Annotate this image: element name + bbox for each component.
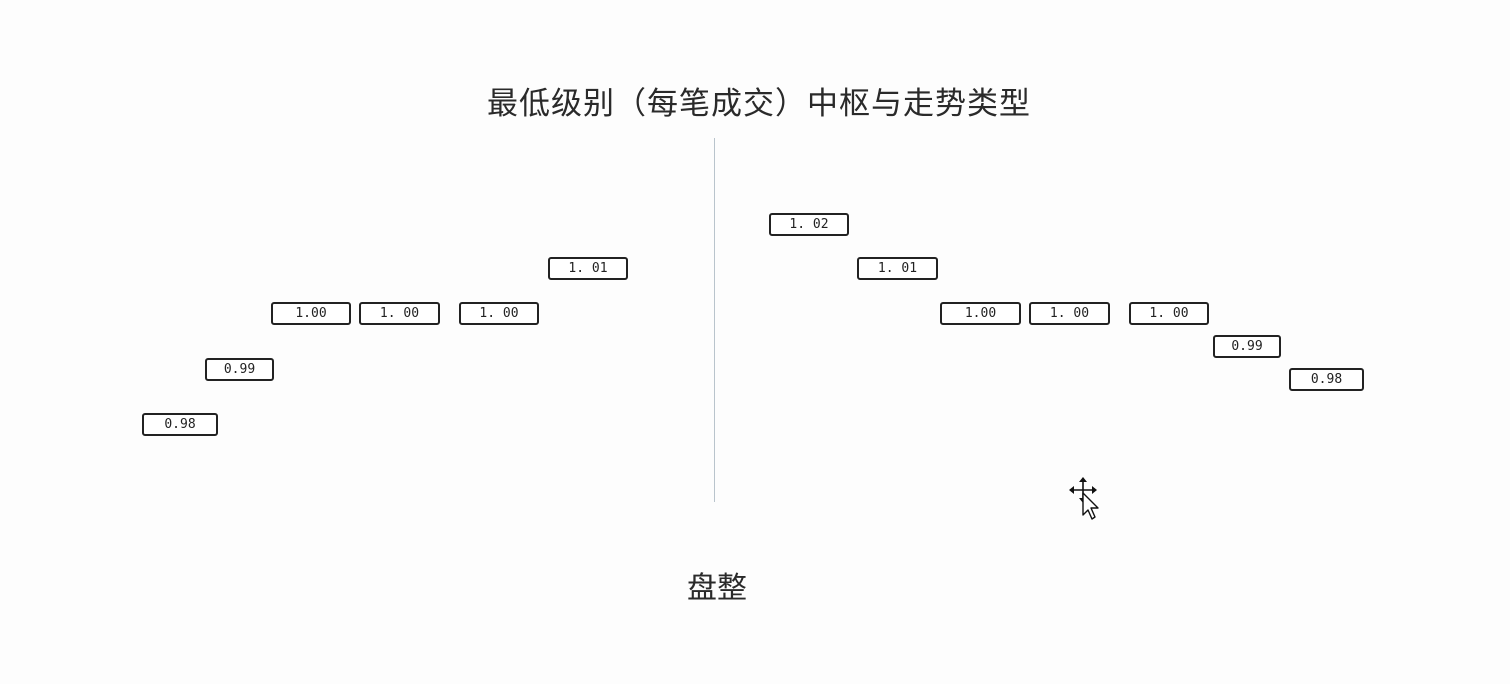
diagram-caption: 盘整 — [687, 571, 747, 606]
right-price-box: 0.98 — [1289, 368, 1364, 391]
left-price-box: 1. 00 — [359, 302, 440, 325]
right-price-box: 1. 00 — [1029, 302, 1110, 325]
left-price-box: 0.98 — [142, 413, 218, 436]
left-price-box: 1. 01 — [548, 257, 628, 280]
right-price-box: 0.99 — [1213, 335, 1281, 358]
right-price-box: 1. 00 — [1129, 302, 1209, 325]
right-price-box: 1. 02 — [769, 213, 849, 236]
panel-divider — [714, 138, 715, 502]
left-price-box: 1. 00 — [459, 302, 539, 325]
right-price-box: 1.00 — [940, 302, 1021, 325]
move-pointer-icon — [1069, 477, 1099, 520]
right-price-box: 1. 01 — [857, 257, 938, 280]
left-price-box: 1.00 — [271, 302, 351, 325]
diagram-title: 最低级别（每笔成交）中枢与走势类型 — [487, 86, 1031, 122]
left-price-box: 0.99 — [205, 358, 274, 381]
